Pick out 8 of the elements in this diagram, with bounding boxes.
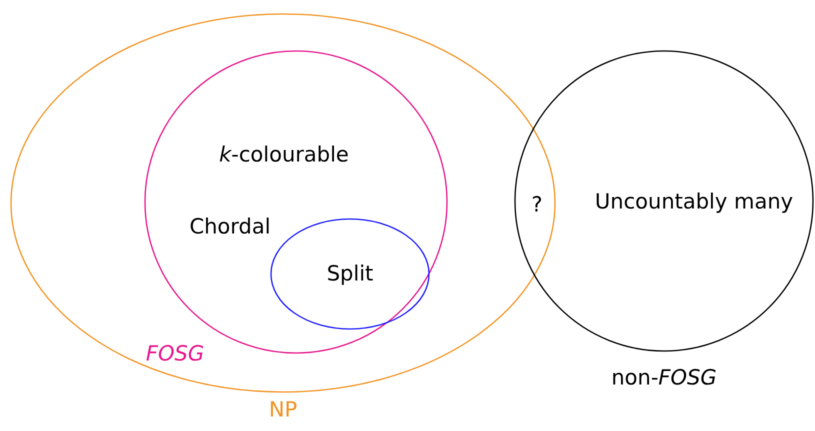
set-label: FOSG — [146, 342, 204, 366]
set-label: non-FOSG — [611, 366, 717, 390]
set-label: Split — [326, 262, 374, 286]
region-label: ? — [531, 193, 543, 217]
set-label: k-colourable — [219, 143, 349, 167]
set-label: Uncountably many — [594, 190, 794, 214]
set-label: Chordal — [189, 215, 271, 239]
set-label: NP — [268, 398, 298, 422]
